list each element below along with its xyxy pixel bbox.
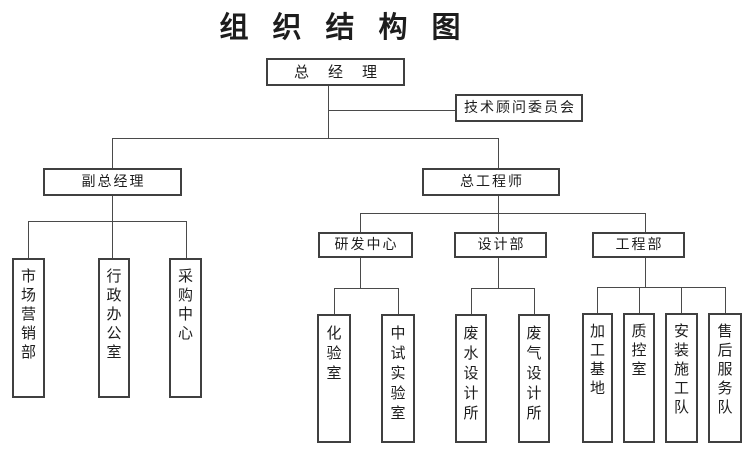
org-box-pilot-test-lab: 中 试 实 验 室: [381, 314, 415, 443]
chart-title: 组织结构图: [0, 10, 680, 44]
org-box-engineering-dept-label: 工程部: [615, 237, 664, 253]
connector-deputy-top: [112, 138, 113, 168]
org-box-waste-gas-design-institute: 废 气 设 计 所: [518, 314, 550, 443]
connector-processing-stub: [597, 287, 598, 313]
org-box-admin-office-label: 行 政 办 公 室: [106, 267, 122, 361]
org-box-chem-lab: 化 验 室: [317, 314, 351, 443]
org-box-rd-center: 研发中心: [318, 232, 413, 258]
connector-gm-down: [328, 86, 329, 138]
org-box-deputy-gm-label: 副总经理: [81, 174, 146, 190]
chart-title-text: 组织结构图: [219, 10, 485, 44]
connector-to-advisory: [328, 110, 455, 111]
org-box-after-sales-team: 售 后 服 务 队: [708, 313, 742, 443]
org-box-chem-lab-label: 化 验 室: [326, 324, 342, 382]
org-box-marketing-dept-label: 市 场 营 销 部: [20, 267, 36, 361]
org-box-chief-engineer: 总工程师: [422, 168, 560, 196]
org-box-marketing-dept: 市 场 营 销 部: [12, 258, 45, 398]
org-box-installation-team-label: 安 装 施 工 队: [673, 322, 689, 416]
org-box-waste-gas-design-institute-label: 废 气 设 计 所: [526, 324, 542, 422]
org-box-quality-control-room-label: 质 控 室: [631, 322, 647, 378]
org-box-after-sales-team-label: 售 后 服 务 队: [717, 322, 733, 416]
org-box-processing-base-label: 加 工 基 地: [589, 322, 605, 397]
connector-purchasing-stub: [186, 221, 187, 258]
connector-deputy-down: [112, 196, 113, 258]
connector-pilot-lab-stub: [398, 288, 399, 314]
org-box-design-dept: 设计部: [454, 232, 547, 258]
connector-design-children-horizontal: [471, 288, 534, 289]
connector-installation-stub: [681, 287, 682, 313]
org-box-deputy-gm: 副总经理: [43, 168, 182, 196]
org-box-quality-control-room: 质 控 室: [623, 313, 655, 443]
org-box-processing-base: 加 工 基 地: [582, 313, 613, 443]
org-box-admin-office: 行 政 办 公 室: [98, 258, 130, 398]
org-box-wastewater-design-institute: 废 水 设 计 所: [455, 314, 487, 443]
org-box-wastewater-design-institute-label: 废 水 设 计 所: [463, 324, 479, 422]
connector-chem-lab-stub: [334, 288, 335, 314]
org-box-design-dept-label: 设计部: [477, 237, 526, 253]
org-box-purchasing-center-label: 采 购 中 心: [177, 267, 193, 342]
org-box-rd-center-label: 研发中心: [334, 237, 399, 253]
connector-marketing-stub: [28, 221, 29, 258]
connector-after-sales-stub: [725, 287, 726, 313]
org-box-purchasing-center: 采 购 中 心: [169, 258, 202, 398]
org-box-general-manager: 总经理: [266, 58, 405, 86]
org-box-tech-advisory-committee: 技术顾问委员会: [455, 94, 583, 122]
connector-level2-horizontal: [112, 138, 498, 139]
connector-wastewater-stub: [471, 288, 472, 314]
connector-qc-stub: [639, 287, 640, 313]
org-box-engineering-dept: 工程部: [592, 232, 685, 258]
org-box-general-manager-label: 总经理: [293, 62, 396, 81]
org-box-installation-team: 安 装 施 工 队: [665, 313, 698, 443]
connector-rd-children-horizontal: [334, 288, 398, 289]
connector-engineering-children-horizontal: [597, 287, 725, 288]
connector-chief-top: [498, 138, 499, 168]
org-box-chief-engineer-label: 总工程师: [460, 174, 524, 190]
connector-waste-gas-stub: [534, 288, 535, 314]
connector-level3-horizontal: [360, 213, 645, 214]
connector-deputy-children-horizontal: [28, 221, 186, 222]
org-box-tech-advisory-committee-label: 技术顾问委员会: [464, 100, 576, 116]
org-box-pilot-test-lab-label: 中 试 实 验 室: [390, 324, 406, 422]
